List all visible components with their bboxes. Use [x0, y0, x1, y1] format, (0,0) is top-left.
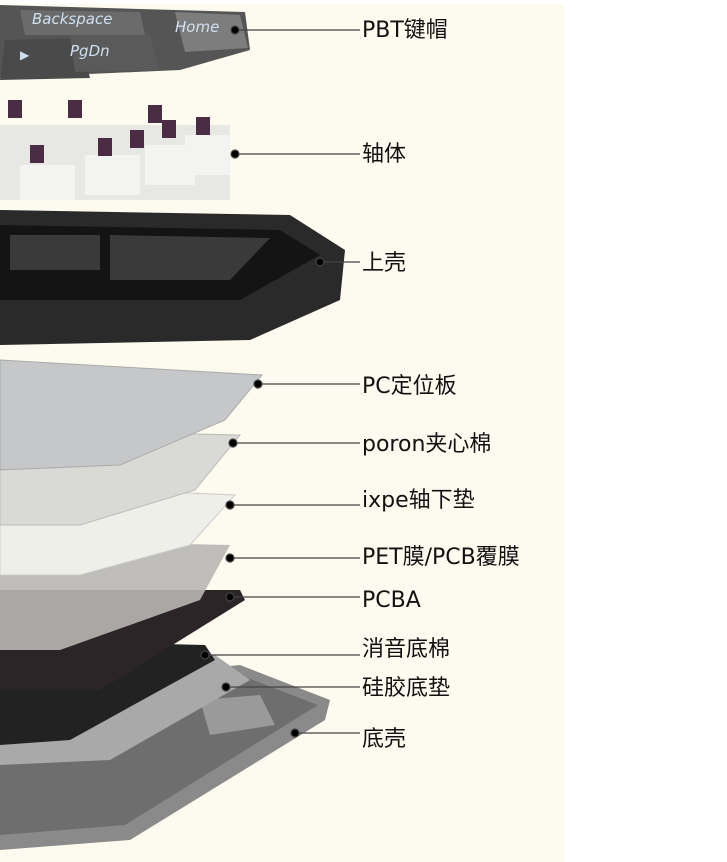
label-keycaps: PBT键帽 — [362, 18, 448, 43]
silicone-pad-pointer-dot — [221, 682, 231, 692]
top-case-pointer-dot — [315, 257, 325, 267]
label-silicone-pad: 硅胶底垫 — [362, 676, 451, 701]
label-pc-plate: PC定位板 — [362, 374, 457, 399]
label-ixpe-pad: ixpe轴下垫 — [362, 488, 475, 513]
bottom-case-pointer-dot — [290, 728, 300, 738]
pet-film-pointer-dot — [225, 553, 235, 563]
keycap-legend-backspace: Backspace — [32, 10, 113, 28]
keycap-legend-arrow: ▶ — [20, 48, 30, 62]
keycaps-shape — [0, 5, 250, 80]
label-pcba: PCBA — [362, 588, 421, 613]
ixpe-pointer-dot — [225, 500, 235, 510]
sound-foam-pointer-dot — [200, 650, 210, 660]
switches-shape — [0, 100, 230, 200]
label-top-case: 上壳 — [362, 251, 407, 276]
label-pet-film: PET膜/PCB覆膜 — [362, 545, 520, 570]
label-switches: 轴体 — [362, 142, 407, 167]
label-bottom-case: 底壳 — [362, 727, 407, 752]
keycap-legend-home: Home — [175, 18, 220, 36]
keycaps-pointer-dot — [230, 25, 240, 35]
top-case-shape — [0, 210, 345, 345]
label-sound-foam: 消音底棉 — [362, 637, 451, 662]
switches-pointer-dot — [230, 149, 240, 159]
keycap-legend-pgdn: PgDn — [70, 42, 110, 60]
pc-plate-pointer-dot — [253, 379, 263, 389]
poron-pointer-dot — [228, 438, 238, 448]
label-poron-foam: poron夹心棉 — [362, 432, 492, 457]
pcba-pointer-dot — [225, 592, 235, 602]
pc-plate-shape — [0, 359, 264, 471]
